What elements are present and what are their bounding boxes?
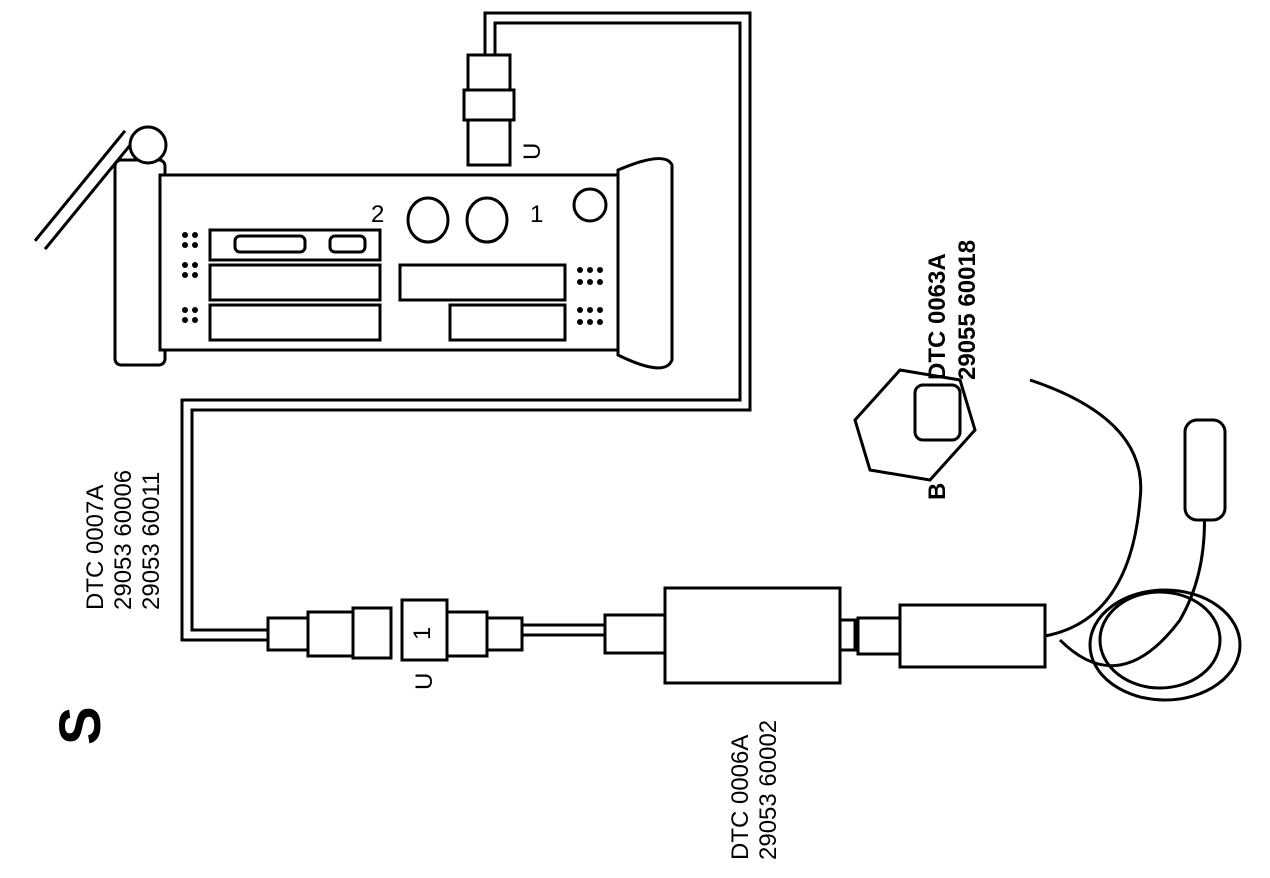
diagnostic-unit (33, 125, 674, 370)
diagnostic-cable-code: DTC 0063A (924, 253, 951, 380)
diagnostic-cable-label: DTC 0063A 29055 60018 (924, 240, 981, 380)
port-1-label: 1 (530, 201, 543, 228)
plug-b-label: B (924, 483, 951, 500)
section-letter: S (48, 706, 113, 745)
diagnostic-cable (853, 368, 1242, 702)
converter-unit-code: DTC 0006A (727, 735, 754, 860)
diagnostic-cable-part1: 29055 60018 (954, 240, 981, 380)
lower-1-label: 1 (409, 627, 436, 640)
interface-cable-code: DTC 0007A (82, 485, 109, 610)
interface-cable-part2: 29053 60011 (138, 472, 165, 610)
converter-unit (603, 586, 1047, 685)
upper-connector (462, 53, 516, 167)
interface-cable-label: DTC 0007A 29053 60006 29053 60011 (82, 470, 165, 610)
upper-u-label: U (519, 143, 546, 160)
interface-cable-part1: 29053 60006 (110, 470, 137, 610)
lower-u-label: U (411, 673, 438, 690)
converter-unit-part1: 29053 60002 (755, 720, 782, 860)
interface-cable (180, 11, 752, 642)
converter-unit-label: DTC 0006A 29053 60002 (727, 720, 782, 860)
lower-connector (266, 598, 524, 662)
port-2-label: 2 (371, 201, 384, 228)
